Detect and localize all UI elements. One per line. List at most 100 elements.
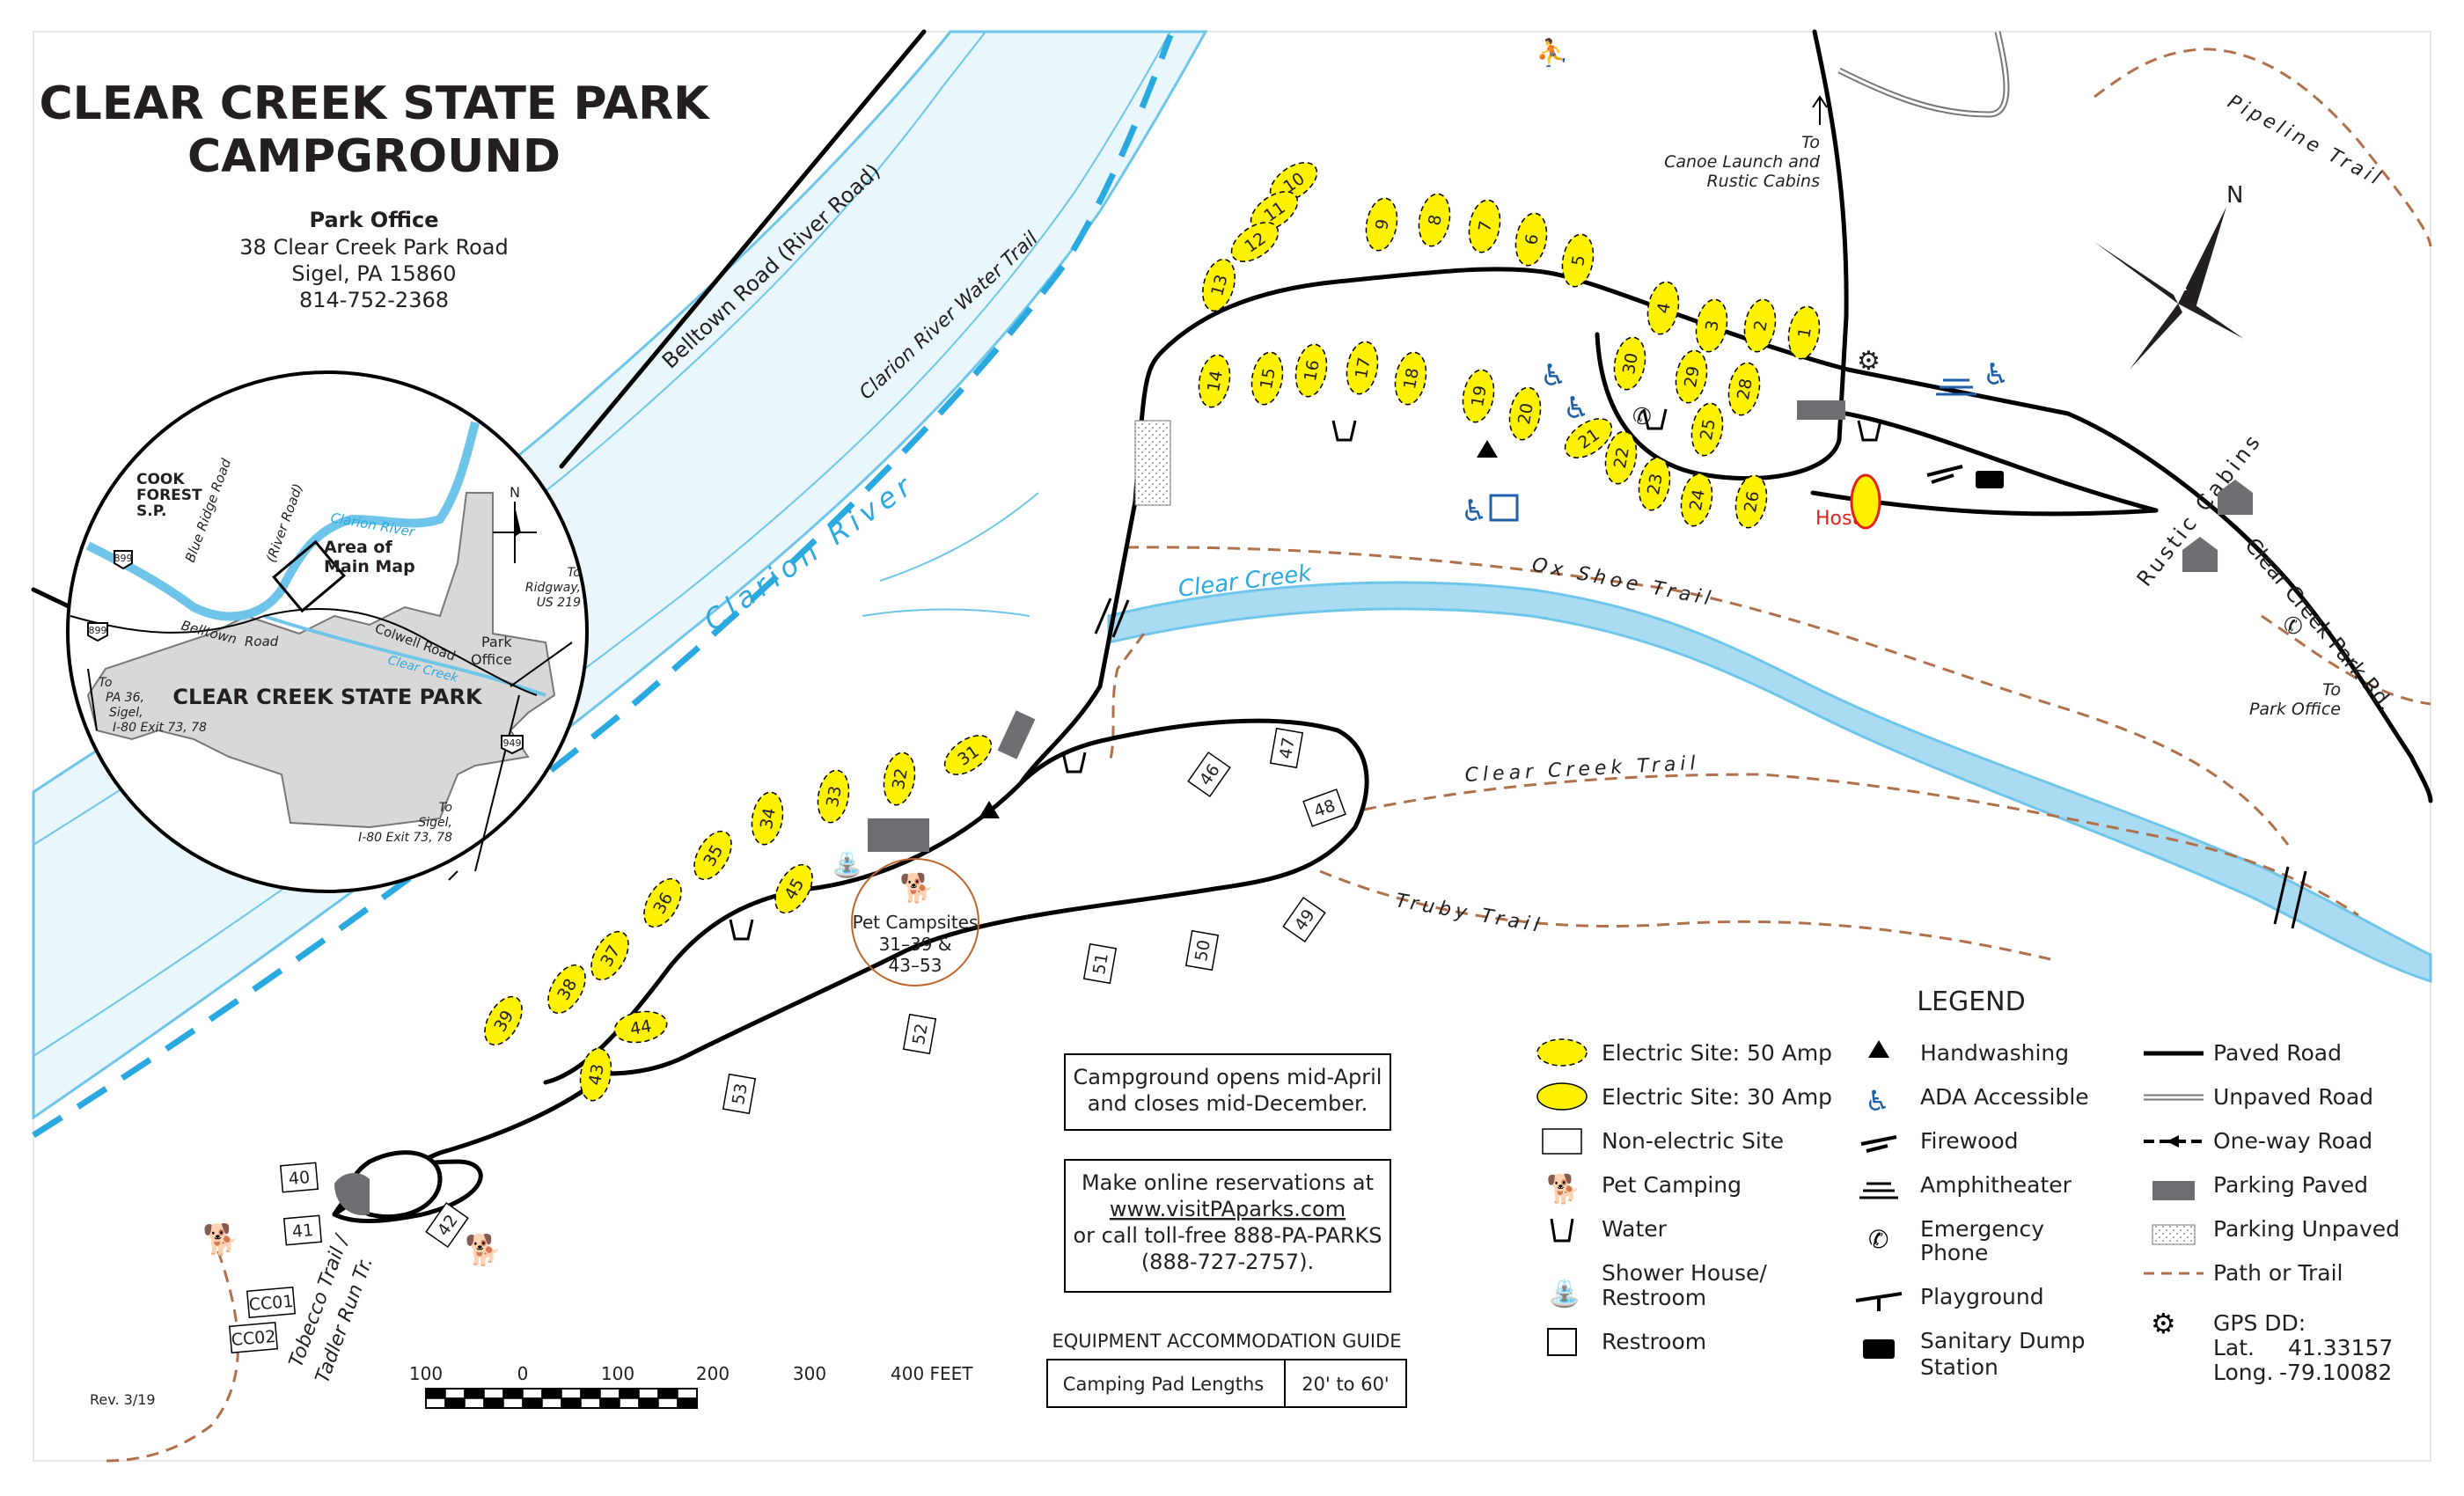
- firewood-icon: [1926, 465, 1963, 484]
- campsite-34: 34: [751, 791, 784, 846]
- campsite-12: 12: [1230, 222, 1280, 262]
- canoe-note: To: [1801, 133, 1820, 152]
- restroom-icon: [1547, 1328, 1577, 1356]
- scale-label: 400 FEET: [891, 1363, 973, 1384]
- scale-label: 100: [601, 1363, 634, 1384]
- campsite-51: 51: [1082, 942, 1118, 985]
- office-city: Sigel, PA 15860: [291, 261, 456, 286]
- pet-icon: 🐕: [899, 871, 935, 905]
- scale-label: 200: [696, 1363, 730, 1384]
- inset-road: Road: [245, 634, 279, 649]
- campsite-number: CC02: [231, 1327, 276, 1350]
- campsite-16: 16: [1294, 343, 1328, 398]
- campsite-25: 25: [1690, 402, 1724, 457]
- inset-cook: S.P.: [136, 502, 167, 520]
- inset-shield-899: 899: [114, 553, 133, 564]
- canoe-note: Canoe Launch and: [1664, 152, 1821, 172]
- campsite-49: 49: [1282, 896, 1326, 943]
- inset-cook: FOREST: [136, 487, 202, 504]
- season-text: and closes mid-December.: [1088, 1091, 1368, 1116]
- campsite-52: 52: [902, 1013, 937, 1055]
- office-phone: 814-752-2368: [299, 288, 449, 312]
- inset-cook: COOK: [136, 471, 185, 488]
- campsite-23: 23: [1638, 457, 1671, 511]
- legend-item-label: One-way Road: [2213, 1128, 2372, 1154]
- campsite-20: 20: [1508, 386, 1542, 441]
- amphitheater-icon: [1936, 378, 1976, 396]
- campsite-48: 48: [1302, 788, 1346, 827]
- legend-item-label: Path or Trail: [2213, 1260, 2343, 1286]
- legend-parking-paved-swatch: [2152, 1181, 2195, 1200]
- campsite-40: 40: [279, 1162, 319, 1193]
- reservation-url[interactable]: www.visitPAparks.com: [1110, 1197, 1346, 1221]
- water-icon: [729, 408, 1882, 941]
- campsite-50: 50: [1184, 929, 1220, 972]
- campsite-number: 17: [1352, 356, 1375, 380]
- campsite-44: 44: [613, 1010, 668, 1044]
- legend-item-label: Restroom: [1602, 1285, 1706, 1310]
- campsite-number: 5: [1568, 253, 1589, 268]
- playground-icon: [1855, 1292, 1903, 1311]
- inset-shield-899: 899: [89, 625, 107, 636]
- unpaved-road: [1838, 31, 2008, 116]
- campsite-number: 53: [729, 1082, 752, 1106]
- amphitheater-icon: [1859, 1182, 1898, 1199]
- gps-icon: ⚙: [1857, 346, 1881, 377]
- sanitary-dump-icon: [1976, 471, 2004, 488]
- campsite-number: 6: [1522, 232, 1543, 246]
- campsite-number: 26: [1741, 489, 1764, 514]
- gps-lat-value: 41.33157: [2288, 1335, 2393, 1360]
- emergency-phone-icon: ✆: [1868, 1225, 1888, 1254]
- inset-ridgway: Ridgway,: [525, 581, 581, 595]
- campsite-number: 14: [1204, 369, 1227, 393]
- legend-item-label: Shower House/: [1602, 1260, 1767, 1286]
- legend-item-label: Station: [1920, 1354, 1998, 1380]
- legend-elec50-swatch: [1536, 1038, 1588, 1067]
- gps-heading: GPS DD:: [2213, 1310, 2306, 1336]
- equipment-table: [1046, 1359, 1407, 1408]
- inset-office: Park: [481, 634, 512, 650]
- campsite-45: 45: [774, 863, 813, 914]
- equipment-value: 20' to 60': [1302, 1374, 1389, 1395]
- campsite-8: 8: [1418, 193, 1451, 247]
- gps-long-value: -79.10082: [2279, 1360, 2392, 1385]
- legend-item-label: ADA Accessible: [1920, 1084, 2089, 1110]
- revision-label: Rev. 3/19: [90, 1391, 156, 1408]
- campsite-28: 28: [1727, 362, 1761, 416]
- pet-campsites-circle: [851, 858, 979, 986]
- campsite-number: 25: [1697, 417, 1720, 442]
- shower-house-icon: ⛲: [1548, 1278, 1580, 1309]
- legend-item-label: Pet Camping: [1602, 1172, 1742, 1198]
- pet-campsites-range: 43–53: [889, 955, 942, 976]
- campsite-33: 33: [817, 769, 850, 824]
- scale-label: 300: [793, 1363, 826, 1384]
- inset-pa36: To: [99, 676, 112, 690]
- handwashing-icon: [1477, 440, 1498, 458]
- inset-sigel: Sigel,: [418, 816, 452, 830]
- ada-icon: ♿: [1983, 357, 2009, 392]
- campsite-13: 13: [1202, 258, 1236, 312]
- campsite-21: 21: [1564, 418, 1613, 458]
- campsite-number: 22: [1610, 445, 1633, 470]
- campsite-number: 4: [1654, 301, 1675, 315]
- campsite-35: 35: [693, 830, 732, 881]
- campsite-number: 16: [1301, 358, 1324, 383]
- parking-paved: [868, 818, 929, 852]
- legend-item-label: Sanitary Dump: [1920, 1328, 2085, 1353]
- campsite-17: 17: [1346, 341, 1379, 395]
- campsite-number: 18: [1400, 366, 1423, 391]
- campsite-32: 32: [883, 752, 916, 806]
- creek-inlet: [862, 492, 1039, 617]
- equipment-heading: EQUIPMENT ACCOMMODATION GUIDE: [1052, 1331, 1402, 1352]
- park-office-note: Park Office: [2249, 700, 2341, 719]
- inset-shield-949: 949: [503, 737, 522, 749]
- campsite-number: 1: [1794, 326, 1815, 340]
- season-text: Campground opens mid-April: [1074, 1065, 1382, 1089]
- campsite-3: 3: [1695, 298, 1728, 353]
- pet-icon: 🐕: [465, 1233, 502, 1268]
- campsite-number: 7: [1475, 219, 1496, 233]
- season-box: [1064, 1053, 1391, 1131]
- inset-ridgway: US 219: [537, 596, 581, 610]
